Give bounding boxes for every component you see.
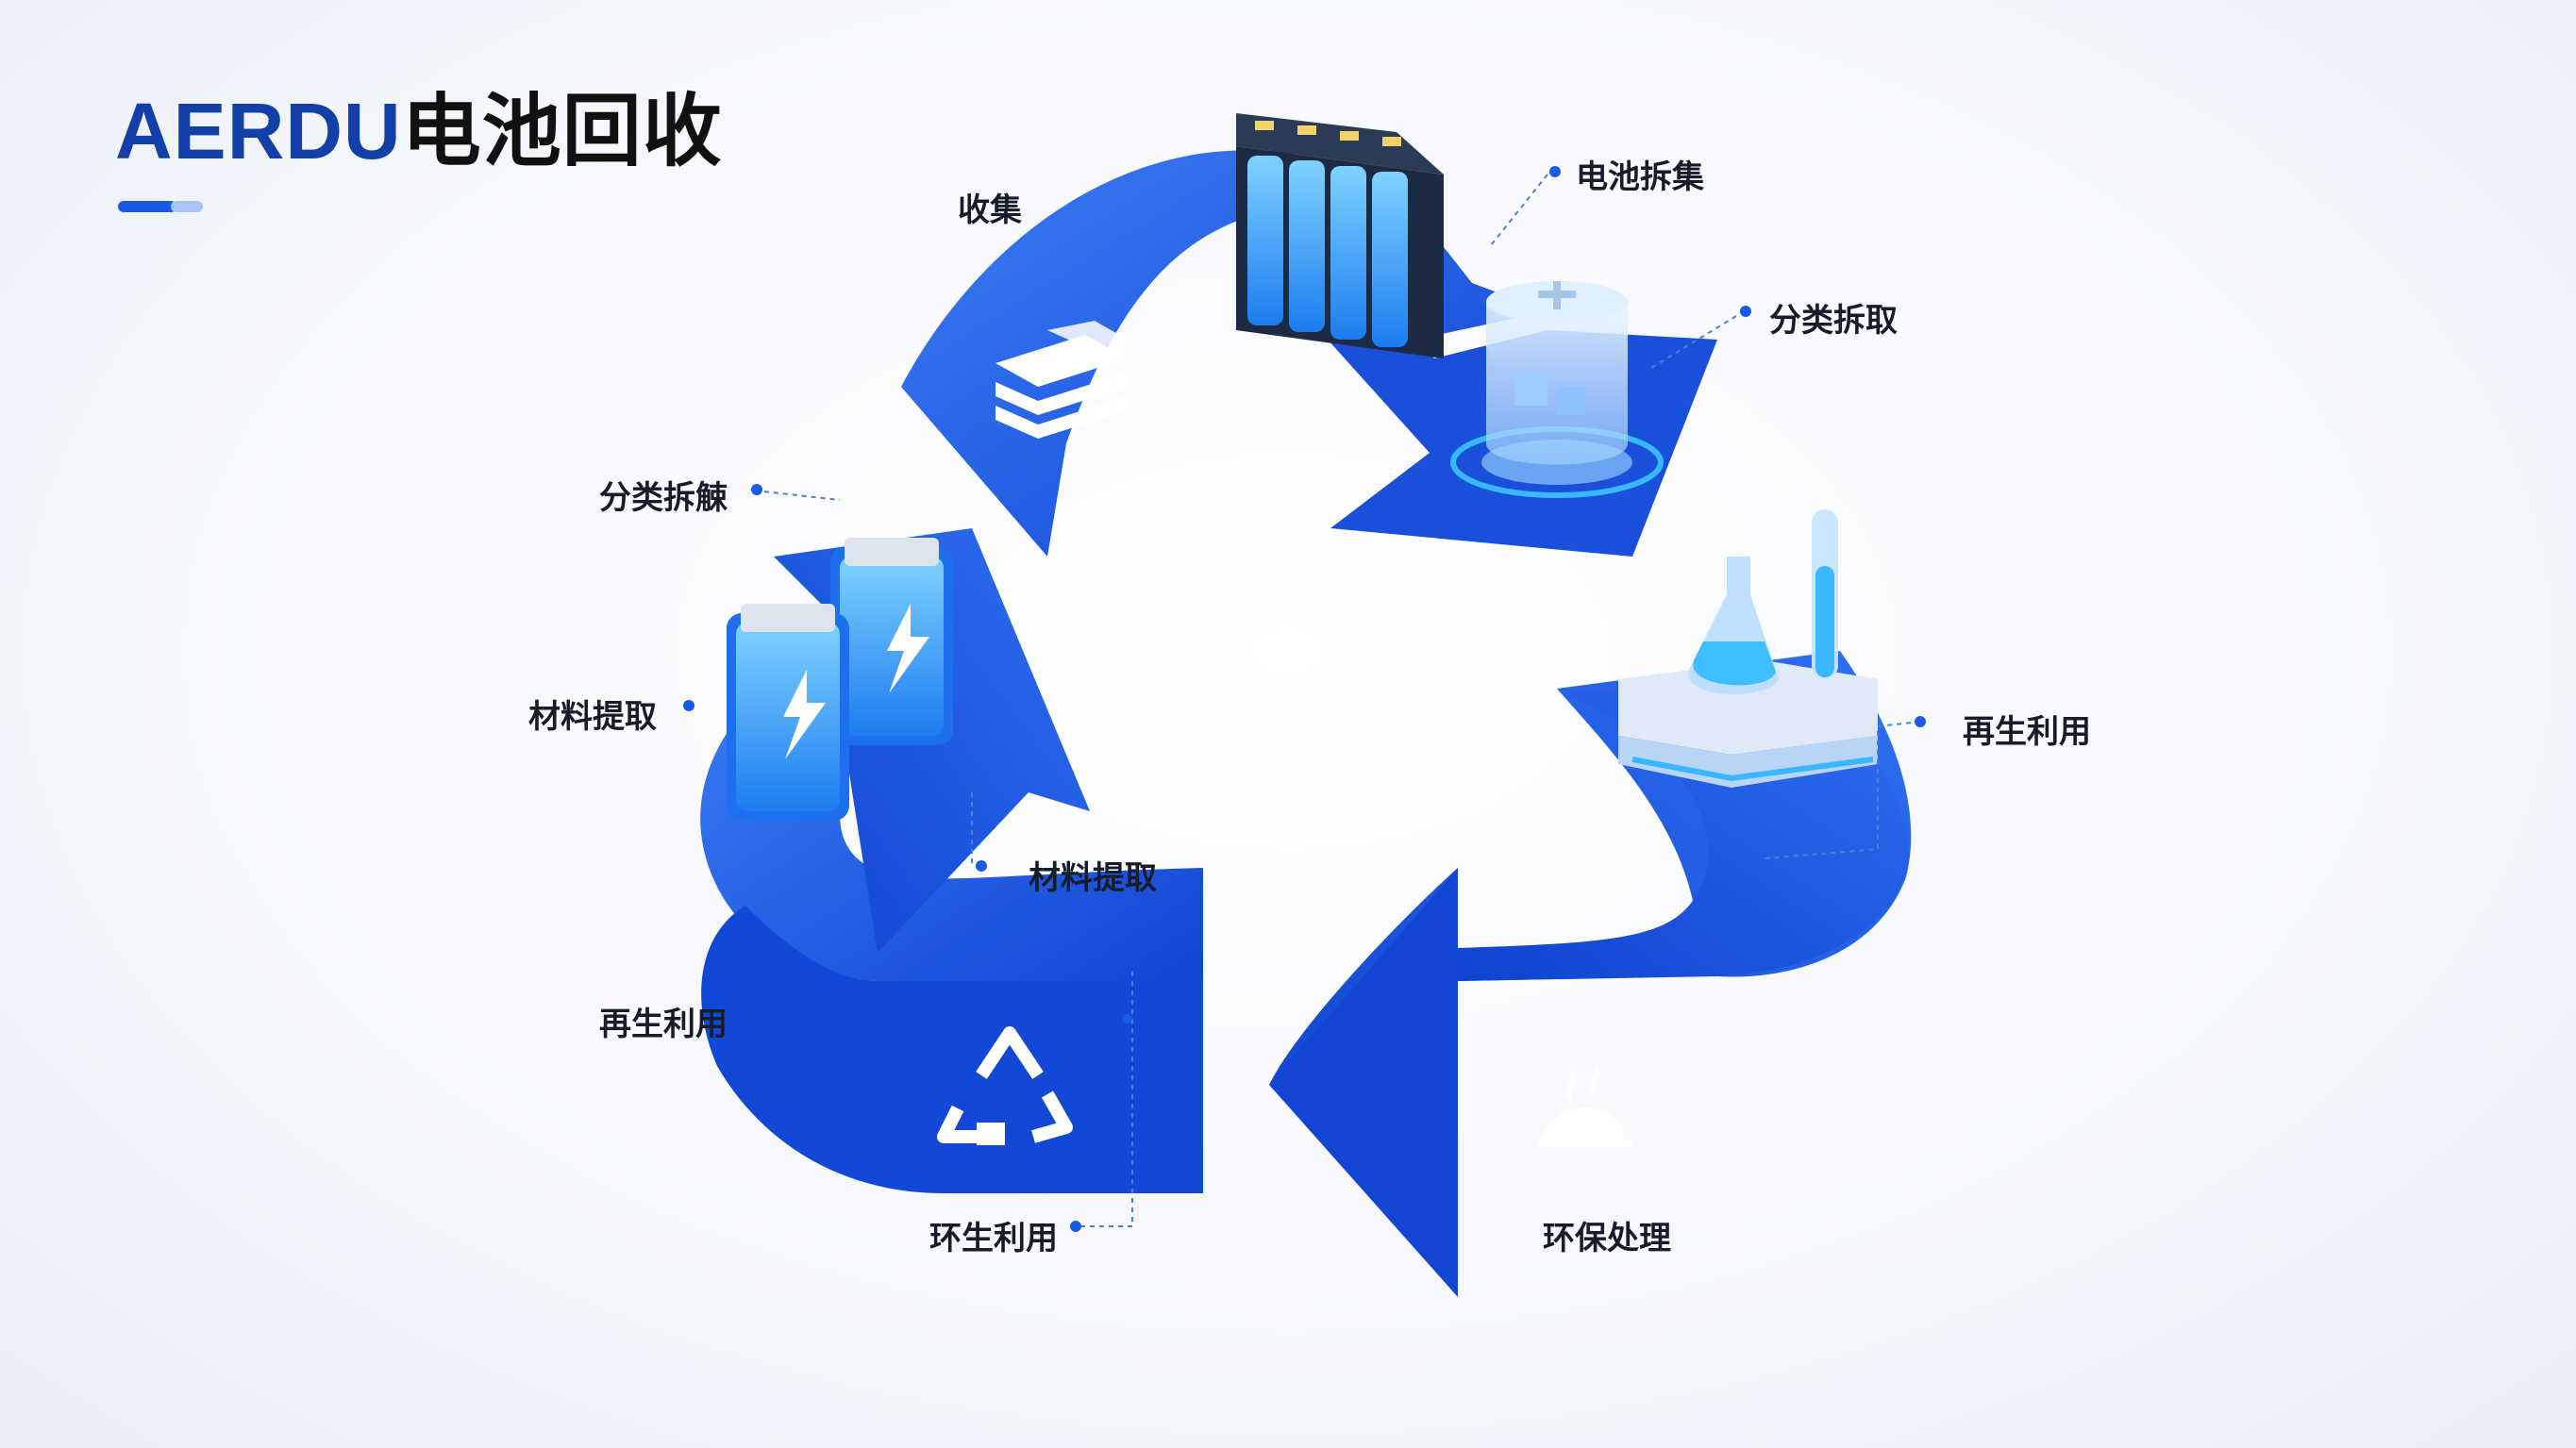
step-sort-extract-right-label: 分类拆取: [1769, 302, 1898, 340]
title-text: 电池回收: [401, 87, 723, 175]
arrow-left-lower: [701, 906, 1203, 1193]
flask-icon: [1618, 509, 1878, 788]
steam-dome-icon: [1538, 1065, 1632, 1147]
brand-name: AERDU: [115, 87, 402, 175]
leader-dots: [683, 166, 1926, 1232]
battery-pack-icon: [1236, 113, 1444, 358]
stack-icon: [995, 321, 1128, 439]
step-sort-dismantle-left-label: 分类拆觫: [599, 479, 728, 517]
container-icon: [1450, 281, 1664, 498]
step-material-center-label: 材料提取: [1029, 859, 1157, 897]
step-regen-left-label: 再生利用: [599, 1006, 728, 1043]
title-underline: [118, 201, 203, 212]
battery-cells-icon: [727, 538, 953, 821]
arrow-top: [901, 150, 1547, 557]
recycle-icon: [937, 1026, 1073, 1145]
step-dismantle-top-label: 电池拆集: [1576, 158, 1704, 196]
leader-lines: [754, 174, 1921, 1227]
step-eco-bottom-label: 环生利用: [929, 1220, 1058, 1257]
step-collect-label: 收集: [958, 191, 1022, 229]
step-eco-treat-label: 环保处理: [1543, 1220, 1671, 1257]
step-regen-right-label: 再生利用: [1963, 713, 2091, 751]
step-material-left-label: 材料提取: [528, 698, 657, 736]
page-title: AERDU电池回收: [115, 68, 723, 182]
arrow-right-head: [1269, 868, 1458, 1297]
